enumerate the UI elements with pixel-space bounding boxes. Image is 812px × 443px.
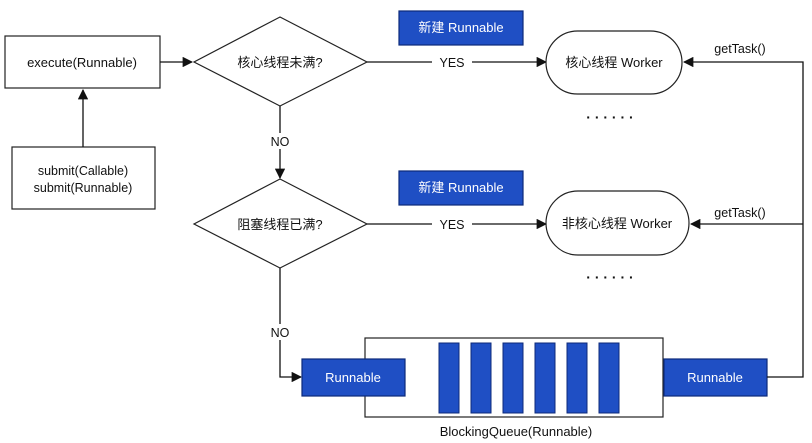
edge-no-queue-label: NO bbox=[271, 326, 290, 340]
gettask-label-1: getTask() bbox=[714, 42, 765, 56]
queue-right-runnable-label: Runnable bbox=[687, 370, 743, 385]
new-runnable-box-2 bbox=[398, 170, 524, 206]
queue-left-runnable bbox=[301, 358, 406, 397]
execute-box bbox=[4, 35, 161, 89]
decision-queue-label: 阻塞线程已满? bbox=[237, 217, 322, 232]
noncore-worker-label: 非核心线程 Worker bbox=[562, 216, 673, 231]
submit-label-callable: submit(Callable) bbox=[38, 164, 128, 178]
submit-box bbox=[11, 146, 156, 210]
execute-label: execute(Runnable) bbox=[27, 55, 137, 70]
edge-gettask-core bbox=[682, 56, 804, 378]
new-runnable-box-1 bbox=[398, 10, 524, 46]
queue-caption: BlockingQueue(Runnable) bbox=[440, 424, 592, 439]
noncore-worker-node bbox=[545, 190, 690, 256]
queue-slot bbox=[502, 342, 524, 414]
queue-left-runnable-label: Runnable bbox=[325, 370, 381, 385]
submit-label-runnable: submit(Runnable) bbox=[34, 181, 133, 195]
queue-slot bbox=[566, 342, 588, 414]
ellipsis-1: · · · · · · bbox=[586, 109, 633, 125]
decision-core-label: 核心线程未满? bbox=[237, 55, 322, 70]
queue-slot bbox=[598, 342, 620, 414]
queue-slot bbox=[534, 342, 556, 414]
edge-no-core-label: NO bbox=[271, 135, 290, 149]
ellipsis-2: · · · · · · bbox=[586, 269, 633, 285]
edge-no-queue bbox=[279, 268, 303, 383]
core-worker-node bbox=[545, 30, 683, 95]
gettask-label-2: getTask() bbox=[714, 206, 765, 220]
edge-yes-queue-label: YES bbox=[439, 218, 464, 232]
core-worker-label: 核心线程 Worker bbox=[565, 55, 663, 70]
new-runnable-label-2: 新建 Runnable bbox=[418, 180, 503, 195]
queue-slot bbox=[470, 342, 492, 414]
new-runnable-label-1: 新建 Runnable bbox=[418, 20, 503, 35]
edge-yes-core-label: YES bbox=[439, 56, 464, 70]
queue-slot bbox=[438, 342, 460, 414]
